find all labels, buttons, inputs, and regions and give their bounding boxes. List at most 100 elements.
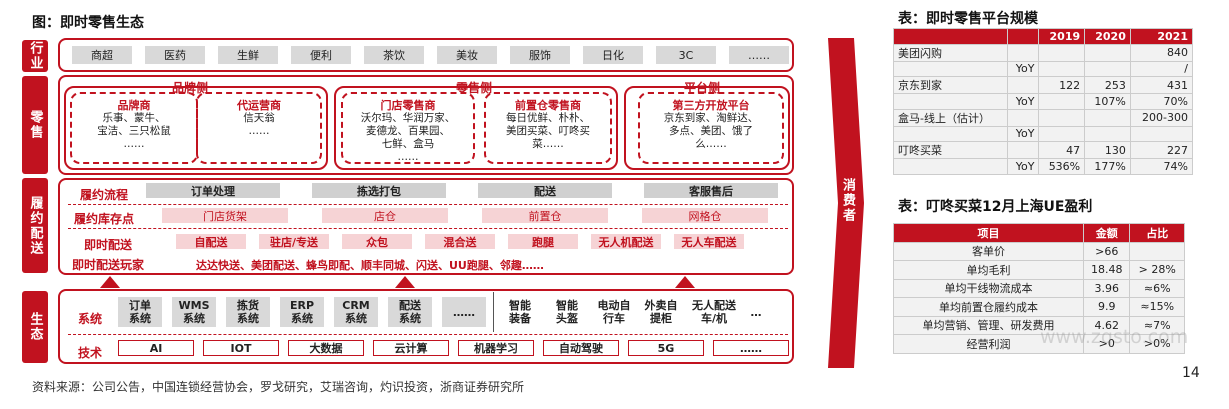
table1-cell: 840 [1129,43,1194,62]
table1-cell: / [1129,60,1194,77]
table2-cell: > 28% [1129,260,1185,280]
retail-card-head: 前置仓零售商 [515,99,581,112]
table2-cell: 9.9 [1083,297,1131,317]
arrow-up-icon [675,276,695,288]
table-row: YoY [892,125,1194,142]
tech-item: AI [118,340,194,356]
device-item: 电动自 行车 [594,297,634,327]
retail-card-line: 乐事、蒙牛、 [102,112,166,124]
device-item: … [747,297,765,327]
device-item: 智能 头盔 [547,297,587,327]
system-divider [493,292,494,332]
industry-label: 行业 [22,40,48,72]
source-note: 资料来源：公司公告，中国连锁经营协会，罗戈研究，艾瑞咨询，灼识投资，浙商证券研究… [32,380,525,394]
table2-cell: 3.96 [1083,278,1131,298]
retail-card-line: 么…… [695,138,727,150]
table1-cell: 47 [1038,141,1086,159]
industry-row [58,38,794,72]
retail-card-line: …… [397,151,419,163]
retail-card-line: …… [123,138,145,150]
table1-cell: YoY [1007,125,1040,142]
table2-cell: >0% [1129,334,1185,354]
table1-cell [892,158,1009,175]
table-row: 盒马-线上（估计）200-300 [892,108,1194,127]
brand-side-label: 品牌侧 [172,81,209,95]
retail-card: 代运营商信天翁…… [196,92,322,164]
industry-item: 便利 [291,46,351,64]
table1-cell: 美团闪购 [892,43,1009,62]
table1-cell [1084,60,1131,77]
storage-item: 网格仓 [642,208,768,223]
table2-cell: >66 [1083,241,1131,261]
process-item: 客服售后 [644,183,778,198]
eco-row [58,289,794,364]
system-item: WMS 系统 [172,297,216,327]
table2-header: 金额 [1083,223,1131,243]
table1-cell: YoY [1007,158,1040,175]
storage-item: 门店货架 [162,208,288,223]
table2-cell: 客单价 [892,241,1085,261]
table1-cell [1084,108,1131,127]
process-item: 订单处理 [146,183,280,198]
table1-cell [1084,43,1131,62]
table1-cell [1007,76,1040,94]
table1-cell [1007,141,1040,159]
table-row: 经营利润>0>0% [892,334,1185,354]
device-item: 智能 装备 [500,297,540,327]
watermark: www.zqsto.com [1040,326,1189,348]
table1-cell [1007,43,1040,62]
table1-cell [1038,60,1086,77]
eco-underline [68,334,788,335]
table2-cell [1129,241,1185,261]
storage-underline [68,228,788,229]
table1-cell: 70% [1129,93,1194,110]
table1-cell [892,60,1009,77]
industry-item: 服饰 [510,46,570,64]
tech-item: 自动驾驶 [543,340,619,356]
retail-card-line: 每日优鲜、朴朴、 [506,112,590,124]
table-row: YoY / [892,60,1194,77]
table1-cell [1038,43,1086,62]
industry-item: 美妆 [437,46,497,64]
system-item: 订单 系统 [118,297,162,327]
system-item: CRM 系统 [334,297,378,327]
industry-item: 医药 [145,46,205,64]
device-item: 无人配送 车/机 [688,297,740,327]
table-row: 美团闪购 840 [892,43,1194,62]
table1-cell: 253 [1084,76,1131,94]
fulfil-row [58,178,794,275]
system-label: 系统 [78,312,103,326]
retail-card-line: …… [248,125,270,137]
retail-side-label: 零售侧 [456,81,493,95]
instant-item: 众包 [342,234,412,249]
table2-cell: 经营利润 [892,334,1085,354]
table1-cell: YoY [1007,60,1040,77]
retail-label: 零售 [22,76,48,174]
retail-card-line: 七鲜、盒马 [381,138,435,150]
table2-cell: ≈6% [1129,278,1185,298]
table2-title: 表：叮咚买菜12月上海UE盈利 [898,199,1093,215]
retail-card: 前置仓零售商每日优鲜、朴朴、美团买菜、叮咚买菜…… [484,92,612,164]
industry-item: 日化 [583,46,643,64]
consumer-arrow [828,38,864,368]
table2-cell: 单均毛利 [892,260,1085,280]
table1-cell [892,93,1009,110]
table-row: 客单价>66 [892,241,1185,261]
industry-item: 茶饮 [364,46,424,64]
table1-title: 表：即时零售平台规模 [898,11,1038,27]
table2-cell: 4.62 [1083,315,1131,335]
players-text: 达达快送、美团配送、蜂鸟即配、顺丰同城、闪送、UU跑腿、邻趣…… [196,259,544,272]
retail-card-head: 代运营商 [237,99,281,112]
retail-card-head: 品牌商 [117,99,151,112]
instant-item: 无人车配送 [674,234,744,249]
industry-item: …… [729,46,789,64]
instant-item: 自配送 [176,234,246,249]
page-number: 14 [1182,365,1200,381]
platform-group [624,86,790,170]
table2-cell: >0 [1083,334,1131,354]
